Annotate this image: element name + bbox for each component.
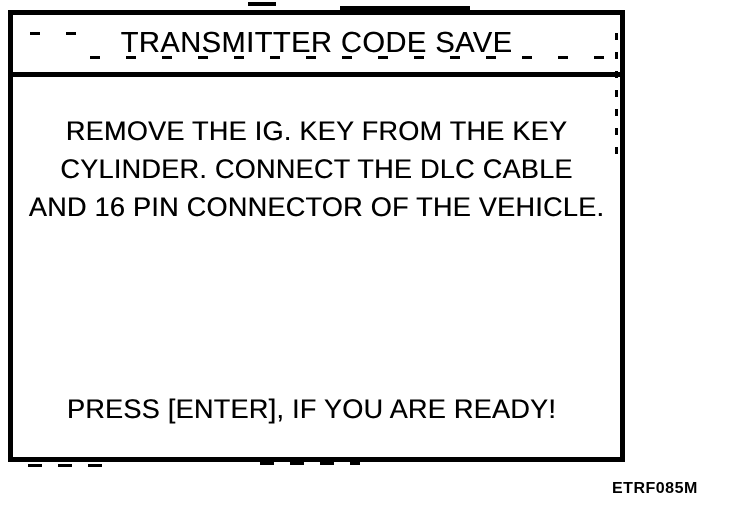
instruction-block: REMOVE THE IG. KEY FROM THE KEY CYLINDER…: [13, 112, 620, 226]
scan-tool-screen: TRANSMITTER CODE SAVE REMOVE THE IG. KEY…: [8, 10, 625, 462]
figure-code: ETRF085M: [612, 480, 698, 497]
screen-title-bar: TRANSMITTER CODE SAVE: [13, 15, 620, 77]
instruction-line-1: REMOVE THE IG. KEY FROM THE KEY: [65, 116, 568, 146]
instruction-line-2: CYLINDER. CONNECT THE DLC CABLE: [60, 154, 573, 184]
screen-title: TRANSMITTER CODE SAVE: [120, 27, 513, 59]
scan-artifact: [28, 464, 113, 467]
instruction-line-3: AND 16 PIN CONNECTOR OF THE VEHICLE.: [28, 192, 605, 222]
scan-artifact: [248, 2, 276, 6]
enter-prompt: PRESS [ENTER], IF YOU ARE READY!: [66, 394, 557, 424]
